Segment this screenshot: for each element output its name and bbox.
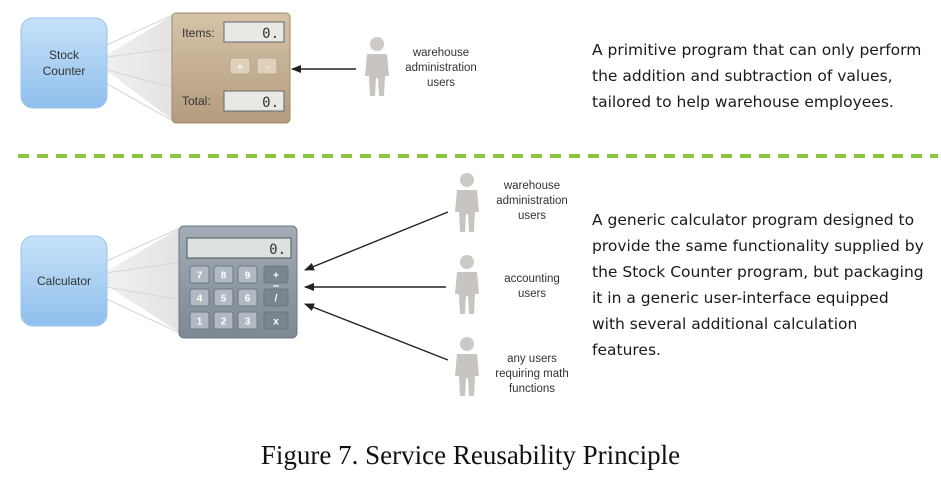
projection-cone (95, 227, 182, 334)
any-users-line1: any users (507, 353, 557, 365)
description-line: tailored to help warehouse employees. (592, 93, 894, 111)
description-line: with several additional calculation (592, 315, 858, 333)
calculator-key (189, 288, 210, 307)
person-icon (455, 337, 479, 396)
reusability-diagram: Stock Counter Items: 0. + - Total: 0. wa… (18, 12, 938, 396)
items-label: Items: (182, 26, 215, 40)
calculator-keypad: 7 8 9 +4 5 6 / 1 2 3 x – (189, 265, 289, 330)
top-user-line2: administration (405, 62, 477, 74)
description-line: provide the same functionality supplied … (592, 237, 924, 255)
calculator-key (213, 311, 234, 330)
person-icon (455, 255, 479, 314)
description-line: the Stock Counter program, but packaging (592, 263, 924, 281)
calculator-key-label: x (273, 317, 279, 328)
calculator-key (237, 265, 258, 284)
person-icon (455, 173, 479, 232)
plus-key-label: + (236, 62, 244, 73)
stock-counter-group: Stock Counter Items: 0. + - Total: 0. (20, 12, 291, 124)
calculator-key (189, 265, 210, 284)
service-box-label-line1: Stock (49, 48, 80, 62)
projection-cone (95, 14, 175, 122)
calculator-display (186, 237, 292, 259)
top-user-line1: warehouse (412, 47, 469, 59)
calculator-group: Calculator 0. 7 8 9 +4 5 6 / 1 2 3 x – (20, 225, 298, 339)
calculator-key-label: 3 (245, 317, 251, 328)
top-user-line3: users (427, 77, 455, 89)
person-icon (365, 37, 389, 96)
service-box-label-line2: Counter (43, 64, 86, 78)
total-label: Total: (182, 94, 211, 108)
calculator-key-label: 5 (221, 294, 227, 305)
calculator-description: A generic calculator program designed to… (592, 207, 924, 363)
calculator-key-label: 7 (197, 271, 203, 282)
calculator-key-label: 1 (197, 317, 203, 328)
projection-lines (99, 13, 176, 123)
description-line: features. (592, 341, 661, 359)
any-users-line2: requiring math (495, 368, 569, 380)
any-users-line3: functions (509, 383, 555, 395)
calculator-key (237, 288, 258, 307)
description-line: it in a generic user-interface equipped (592, 289, 889, 307)
description-line: the addition and subtraction of values, (592, 67, 893, 85)
calculator-display-value: 0. (269, 242, 286, 258)
calculator-key (213, 265, 234, 284)
accounting-user-line2: users (518, 288, 546, 300)
usage-arrow-warehouse (304, 211, 449, 271)
plus-key (229, 57, 251, 75)
stock-counter-service-box (20, 17, 108, 109)
calculator-key-label: 9 (245, 271, 251, 282)
calculator-key (237, 311, 258, 330)
total-display-value: 0. (262, 95, 279, 111)
accounting-user-line1: accounting (504, 273, 560, 285)
calculator-key-label: 2 (221, 317, 227, 328)
description-line: A primitive program that can only perfor… (592, 41, 922, 59)
stock-counter-description: A primitive program that can only perfor… (592, 37, 921, 115)
calculator-key (189, 311, 210, 330)
calculator-key-label: / (275, 294, 278, 305)
calculator-key-label: 4 (197, 294, 203, 305)
projection-lines (99, 226, 183, 335)
items-display-value: 0. (262, 26, 279, 42)
warehouse-user-line1: warehouse (503, 180, 560, 192)
calculator-key-label: 6 (245, 294, 251, 305)
description-line: A generic calculator program designed to (592, 211, 915, 229)
total-display (223, 90, 285, 112)
calculator-key (263, 288, 289, 307)
figure-caption: Figure 7. Service Reusability Principle (260, 440, 681, 470)
calculator-key-label: 8 (221, 271, 227, 282)
minus-key-label: - (265, 60, 269, 73)
calculator-box-label: Calculator (37, 274, 91, 288)
usage-arrow-any-users (304, 303, 449, 361)
calculator-key (213, 288, 234, 307)
calculator-key-label: + (273, 271, 279, 282)
warehouse-user-line3: users (518, 210, 546, 222)
calculator-key (263, 311, 289, 330)
items-display (223, 21, 285, 43)
minus-key (256, 57, 278, 75)
calculator-key (263, 265, 289, 284)
warehouse-user-line2: administration (496, 195, 568, 207)
calculator-service-box (20, 235, 108, 327)
calculator-minus-key-label: – (273, 280, 279, 292)
